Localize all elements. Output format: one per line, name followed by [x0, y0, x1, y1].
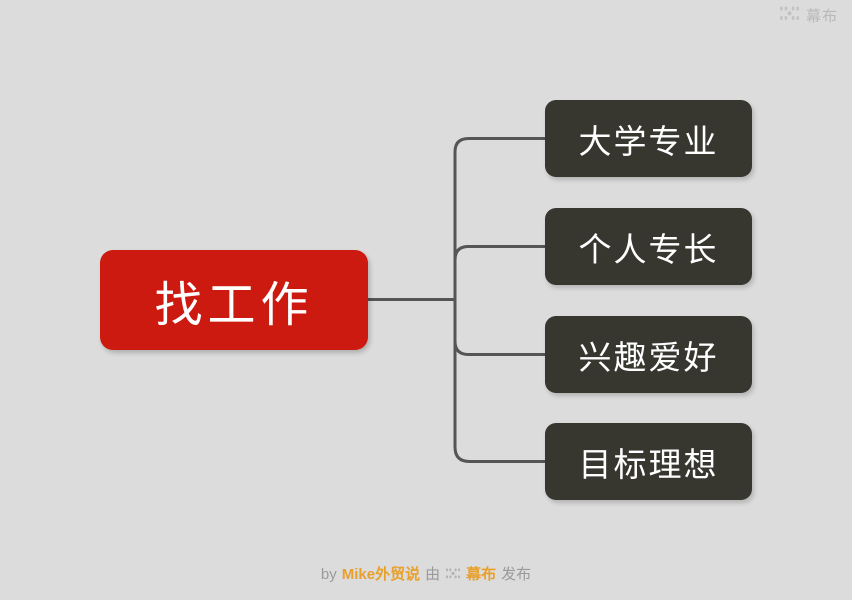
footer-author: Mike外贸说	[341, 566, 421, 583]
footer-brand: 幕布	[466, 566, 497, 583]
mindmap-child-label-2: 个人专长	[578, 230, 719, 268]
footer-middle: 由	[425, 566, 441, 583]
watermark-label: 幕布	[805, 7, 838, 25]
mubu-logo-icon	[779, 6, 799, 26]
mindmap-child-label-1: 大学专业	[578, 122, 719, 160]
mindmap-child-node-1[interactable]: 大学专业	[545, 100, 752, 177]
watermark: 幕布	[779, 6, 838, 26]
mubu-logo-icon	[446, 567, 461, 582]
mindmap-child-node-2[interactable]: 个人专长	[545, 208, 752, 285]
footer-prefix: by	[320, 566, 337, 583]
footer-credit: by Mike外贸说 由 幕布 发布	[0, 567, 852, 582]
mindmap-root-label: 找工作	[154, 279, 314, 332]
mindmap-child-label-4: 目标理想	[578, 445, 719, 483]
footer-suffix: 发布	[501, 566, 532, 583]
mindmap-child-node-4[interactable]: 目标理想	[545, 423, 752, 500]
mindmap-child-label-3: 兴趣爱好	[578, 338, 719, 376]
mindmap-root-node[interactable]: 找工作	[100, 250, 368, 350]
mindmap-child-node-3[interactable]: 兴趣爱好	[545, 316, 752, 393]
